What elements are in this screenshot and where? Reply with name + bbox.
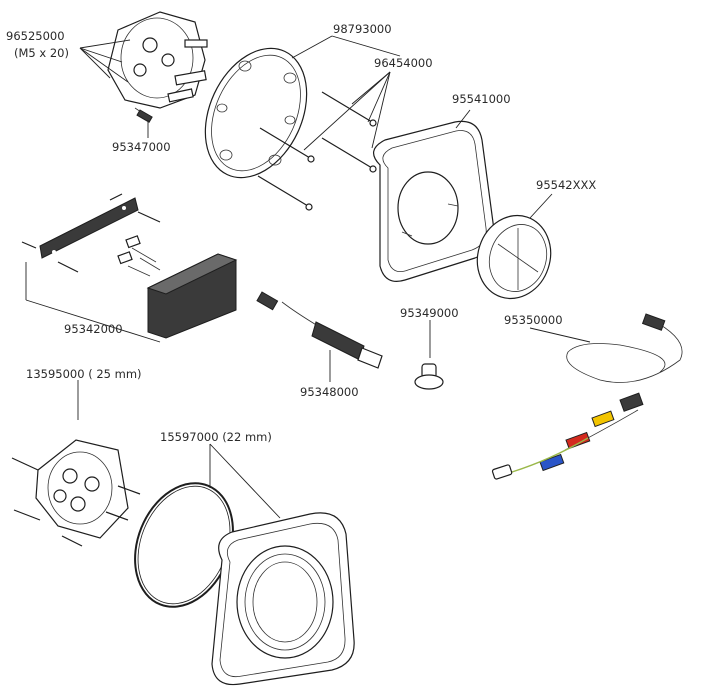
cable-assembly-part [491,313,683,480]
valve-body-part [107,11,208,123]
label-95349000: 95349000 [400,306,459,320]
label-95350000: 95350000 [504,313,563,327]
label-95541000: 95541000 [452,92,511,106]
long-screws-part [257,91,377,211]
label-15597000: 15597000 (22 mm) [160,430,272,444]
red-connector [565,431,591,450]
label-95542xxx: 95542XXX [536,178,596,192]
bottom-trim-plate-part [211,512,355,686]
valve-insert-part [11,439,141,547]
label-13595000: 13595000 ( 25 mm) [26,367,142,381]
handle-knob-part [476,214,552,300]
small-knob-part [414,363,444,390]
yellow-connector [591,410,615,428]
label-95348000: 95348000 [300,385,359,399]
mounting-plate-part [204,47,308,179]
label-96525000: 96525000 [6,29,65,43]
sensor-probe-part [256,291,383,369]
label-96454000: 96454000 [374,56,433,70]
label-95347000: 95347000 [112,140,171,154]
leader-lines [25,35,591,519]
blue-connector [539,453,565,472]
cover-plate-part [373,120,495,282]
part-labels: 96525000 (M5 x 20) 95347000 98793000 964… [6,22,596,444]
label-98793000: 98793000 [333,22,392,36]
label-96525000-sub: (M5 x 20) [14,46,69,60]
electronics-box-part [21,193,238,339]
label-95342000: 95342000 [64,322,123,336]
